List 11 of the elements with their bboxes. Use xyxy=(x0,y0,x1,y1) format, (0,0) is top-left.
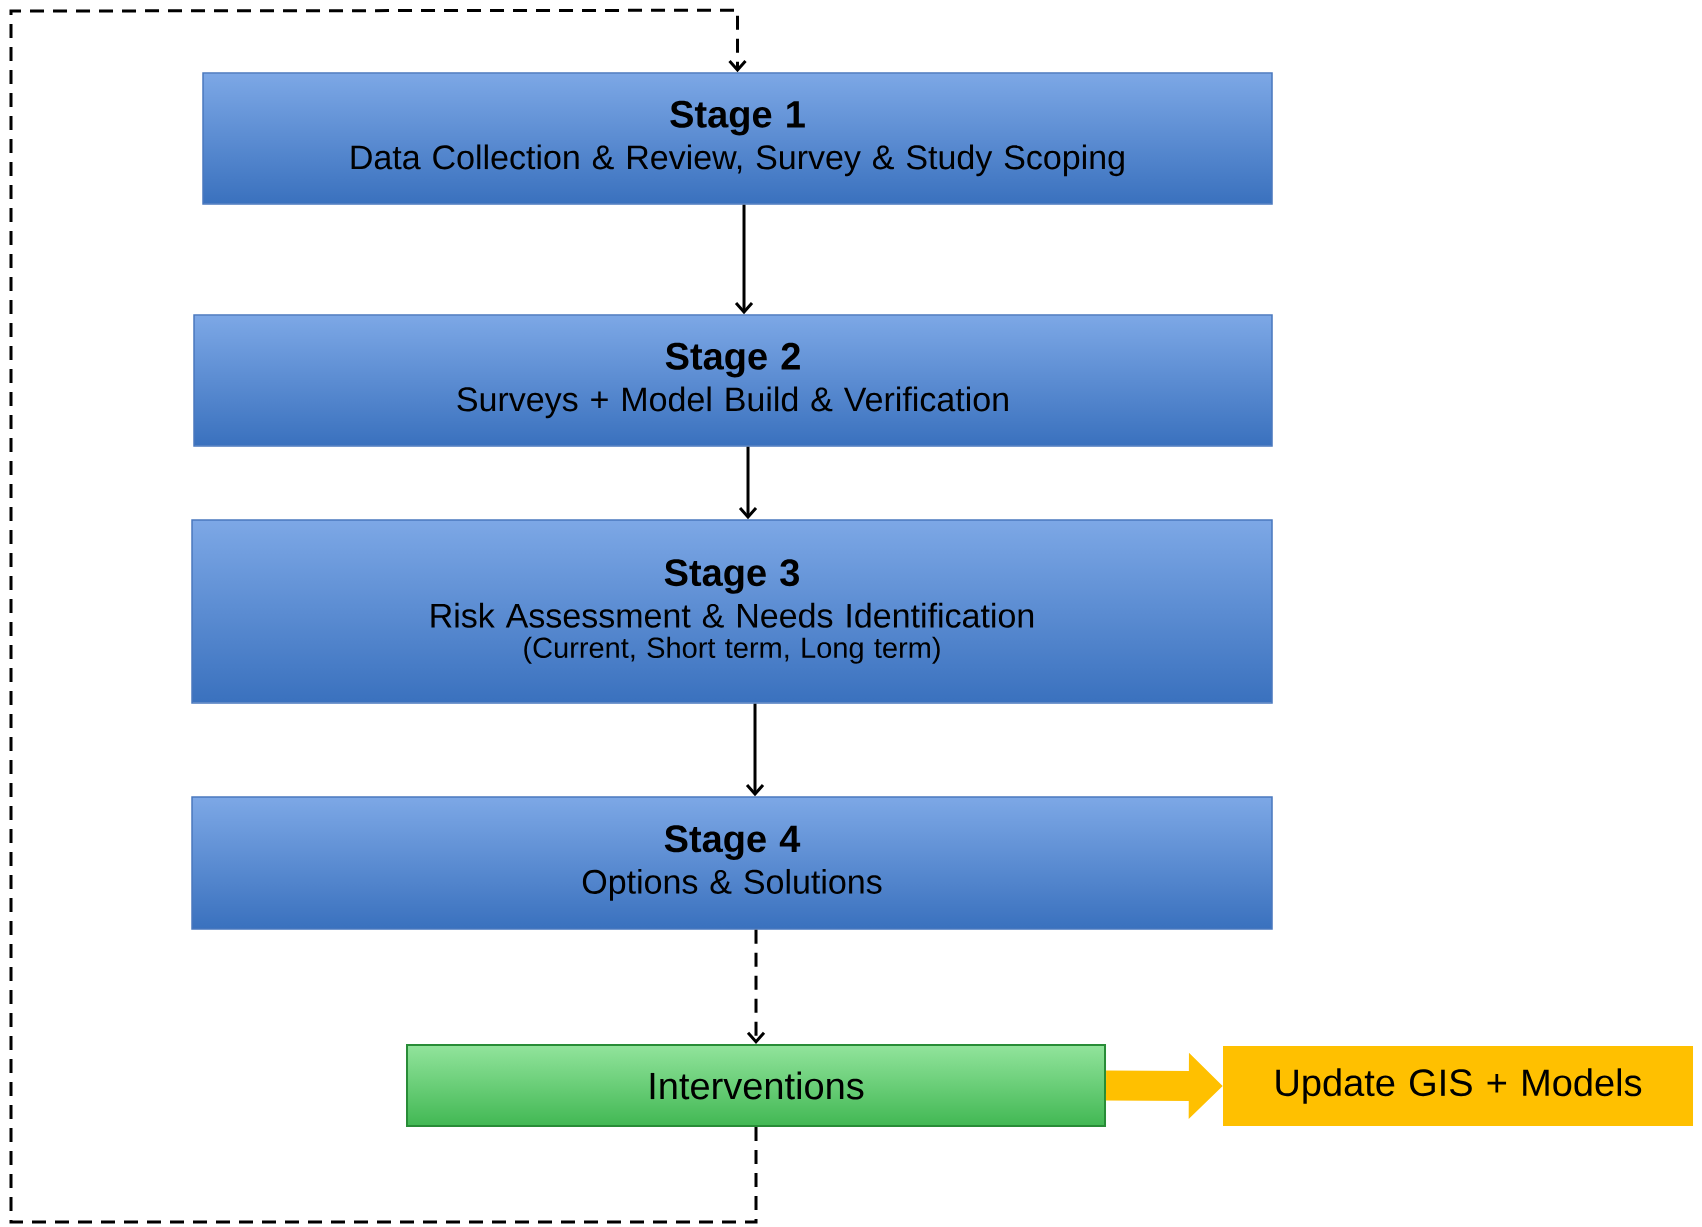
feedback-arrow xyxy=(9,8,758,1224)
stage-box: Stage 2 Surveys + Model Build & Verification xyxy=(193,314,1273,447)
update-box: Update GIS + Models xyxy=(1223,1046,1693,1126)
stage-box: Stage 3 Risk Assessment & Needs Identification (Current, Short term, Long term) xyxy=(191,519,1273,704)
stage-box: Stage 4 Options & Solutions xyxy=(191,796,1273,930)
stage-box: Stage 1 Data Collection & Review, Survey & Study Scoping xyxy=(202,72,1273,205)
arrow xyxy=(734,204,754,315)
arrow xyxy=(738,446,758,520)
arrow xyxy=(746,929,766,1044)
arrow xyxy=(745,703,765,797)
intervention-box: Interventions xyxy=(406,1044,1106,1127)
